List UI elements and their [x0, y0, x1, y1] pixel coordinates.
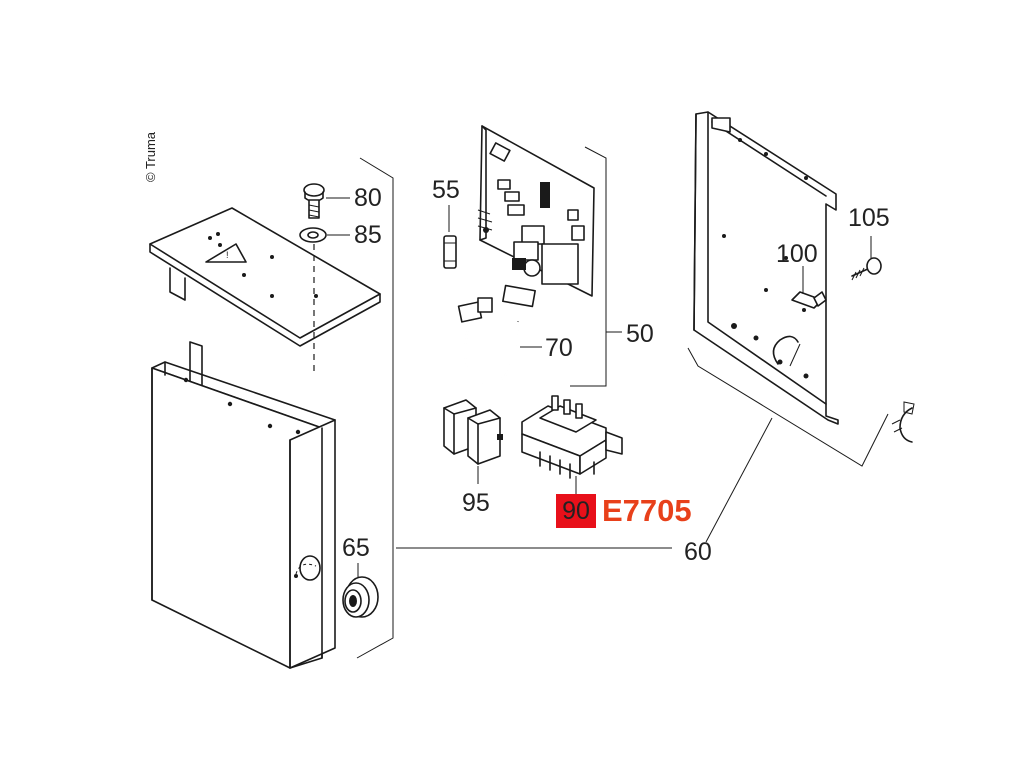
back-plate: [693, 111, 839, 425]
washer-85: [299, 227, 350, 243]
part-label-60[interactable]: 60: [684, 538, 712, 566]
part-label-70[interactable]: 70: [545, 334, 573, 362]
fuse-55: [443, 205, 457, 269]
screw-80: [303, 183, 350, 219]
assembly-bracket-left: [356, 157, 394, 659]
highlight-box-90[interactable]: [556, 494, 596, 528]
transformer-90[interactable]: [521, 395, 623, 494]
cable-harness-70: [457, 284, 542, 384]
clamp-part: [891, 401, 915, 443]
right-assembly: [687, 111, 915, 543]
grommet-65: [342, 563, 379, 618]
part-label-85[interactable]: 85: [354, 221, 382, 249]
part-label-80[interactable]: 80: [354, 184, 382, 212]
left-assembly: !: [149, 157, 394, 669]
top-cover-plate: !: [149, 207, 381, 347]
part-label-90[interactable]: 90: [562, 497, 590, 525]
svg-text:!: !: [226, 250, 229, 260]
center-assembly: 90 E7705: [443, 125, 692, 528]
assembly-bracket-center: [570, 146, 607, 387]
part-label-100[interactable]: 100: [776, 240, 818, 268]
part-label-95[interactable]: 95: [462, 489, 490, 517]
part-label-50[interactable]: 50: [626, 320, 654, 348]
part-label-55[interactable]: 55: [432, 176, 460, 204]
part-label-65[interactable]: 65: [342, 534, 370, 562]
housing-box: [151, 341, 336, 669]
part-label-105[interactable]: 105: [848, 204, 890, 232]
circuit-board-50: [477, 125, 595, 297]
assembly-bracket-right: [687, 347, 889, 467]
relay-95: [443, 399, 503, 484]
copyright-text: © Truma: [143, 131, 158, 182]
screw-105: [851, 236, 882, 281]
article-code[interactable]: E7705: [602, 493, 692, 528]
bolt-100: [791, 266, 827, 309]
